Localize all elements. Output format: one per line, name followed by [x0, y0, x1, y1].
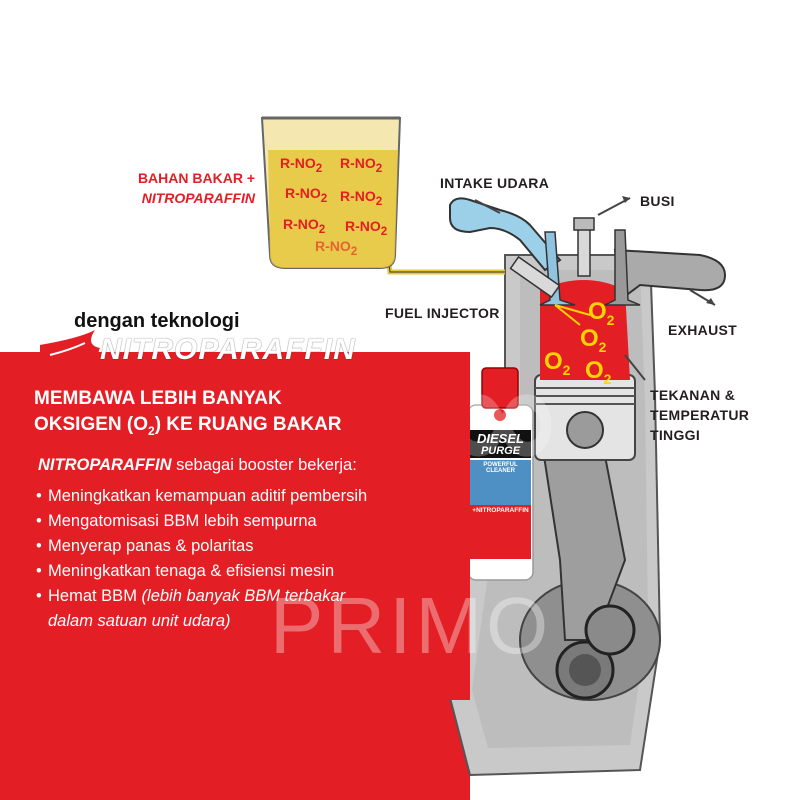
list-item: •Mengatomisasi BBM lebih sempurna — [36, 512, 317, 530]
product-volume: 500 mL — [503, 563, 520, 569]
injector-label: FUEL INJECTOR — [385, 305, 500, 321]
panel-heading: MEMBAWA LEBIH BANYAK OKSIGEN (O2) KE RUA… — [34, 386, 464, 444]
pressure-label: TEKANAN & TEMPERATUR TINGGI — [650, 387, 750, 443]
list-item: •Meningkatkan kemampuan aditif pembersih — [36, 487, 368, 505]
oxygen-label: O2 — [585, 357, 612, 387]
exhaust-port — [613, 248, 727, 302]
panel-heading-line1: MEMBAWA LEBIH BANYAK — [34, 388, 282, 409]
wrist-pin — [566, 411, 604, 449]
panel-intro: NITROPARAFFIN sebagai booster bekerja: — [38, 456, 357, 474]
product-tag: POWERFUL CLEANER — [483, 462, 518, 474]
molecule-label: R-NO2 — [285, 185, 328, 205]
panel-heading-line2: OKSIGEN (O2) KE RUANG BAKAR — [34, 414, 342, 438]
list-item: •Meningkatkan tenaga & efisiensi mesin — [36, 562, 335, 580]
list-item: •Hemat BBM (lebih banyak BBM terbakar — [36, 587, 346, 605]
molecule-label: R-NO2 — [280, 155, 323, 175]
molecule-label: R-NO2 — [315, 238, 358, 258]
pressure-arrow — [624, 354, 646, 381]
spark-plug-label: BUSI — [640, 193, 675, 209]
spark-plug — [577, 227, 591, 277]
intake-arrow — [474, 199, 501, 214]
fuel-injector — [509, 255, 561, 299]
oxygen-label: O2 — [580, 325, 607, 355]
flame-stripe — [40, 330, 470, 372]
product-band: +NITROPARAFFIN — [472, 507, 529, 514]
fuel-line — [382, 229, 505, 275]
technology-prefix: dengan teknologi — [74, 310, 240, 332]
exhaust-valve — [604, 229, 641, 306]
oxygen-label: O2 — [544, 348, 571, 378]
fuel-label: BAHAN BAKAR + NITROPARAFFIN — [105, 168, 255, 208]
fuel-label-line1: BAHAN BAKAR + — [137, 170, 255, 186]
molecule-label: R-NO2 — [345, 218, 388, 238]
oxygen-label: O2 — [588, 298, 615, 328]
intake-port — [449, 197, 562, 272]
molecule-label: R-NO2 — [340, 155, 383, 175]
product-bottle-cap — [481, 367, 519, 409]
intake-label: INTAKE UDARA — [440, 175, 550, 191]
intake-valve — [539, 231, 576, 306]
crank-pin-inner — [569, 654, 601, 686]
watermark: PRIMO — [270, 581, 553, 670]
list-item: •Menyerap panas & polaritas — [36, 537, 254, 555]
list-item-continuation: dalam satuan unit udara) — [48, 612, 231, 630]
exhaust-label: EXHAUST — [668, 322, 737, 338]
molecule-label: R-NO2 — [340, 188, 383, 208]
product-name: DIESEL PURGE — [477, 431, 524, 457]
technology-brand: NITROPARAFFIN — [100, 333, 356, 366]
benefits-list: •Meningkatkan kemampuan aditif pembersih… — [36, 484, 476, 634]
crank-pin-2 — [584, 604, 636, 656]
fuel-label-line2: NITROPARAFFIN — [141, 190, 255, 206]
molecule-label: R-NO2 — [283, 216, 326, 236]
beaker-fuel — [268, 150, 398, 268]
